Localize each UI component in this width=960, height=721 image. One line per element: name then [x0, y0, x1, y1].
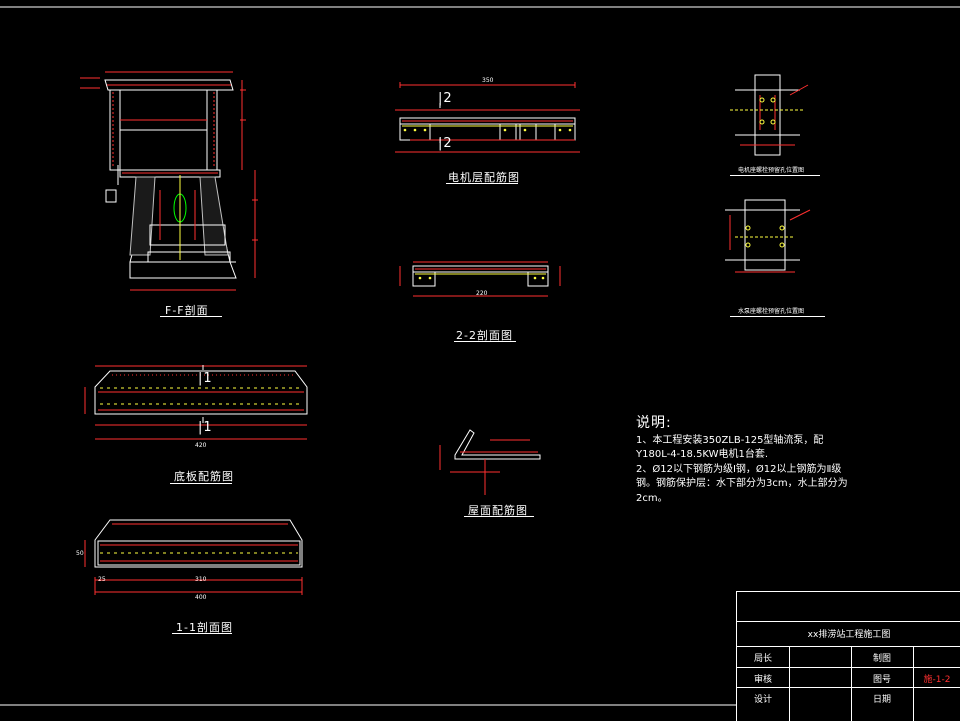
notes-line-2: Y180L-4-18.5KW电机1台套. [636, 449, 769, 460]
pump-bolt-holes-underline [730, 316, 825, 317]
motor-floor-rebar-underline [446, 183, 518, 184]
tb-divider-4 [737, 687, 960, 688]
ff-section-drawing [80, 71, 258, 291]
label-date: 日期 [872, 695, 891, 705]
baseplate-rebar-underline [170, 483, 232, 484]
label-reviewed: 审核 [753, 675, 772, 685]
section-mark-2-top: |2 [438, 91, 453, 106]
notes-line-5: 2cm。 [636, 492, 668, 504]
baseplate-rebar-drawing [84, 365, 308, 440]
motor-floor-rebar-drawing [395, 82, 580, 153]
tb-col-divider-2 [851, 646, 852, 721]
section-2-2-title: 2-2剖面图 [456, 329, 513, 342]
roof-rebar-title: 屋面配筋图 [468, 504, 528, 517]
ff-section-underline [160, 316, 222, 317]
dim-section11-height: 50 [76, 550, 84, 557]
notes-title: 说明: [636, 415, 672, 431]
title-block: xx排涝站工程施工图 局长 制图 审核 图号 施-1-2 设计 日期 [736, 591, 960, 721]
dim-baseplate-total: 420 [195, 442, 207, 449]
section-2-2-drawing [399, 261, 561, 297]
drawing-number: 施-1-2 [923, 675, 951, 685]
dim-motor-floor-total: 350 [482, 77, 494, 84]
roof-rebar-underline [464, 516, 534, 517]
motor-bolt-holes-title: 电机座螺栓预留孔位置图 [738, 167, 805, 174]
label-drafted: 制图 [872, 654, 891, 664]
notes-line-1: 1、本工程安装350ZLB-125型轴流泵，配 [636, 434, 824, 446]
motor-bolt-holes-drawing [730, 74, 809, 156]
pump-bolt-holes-title: 水泵座螺栓预留孔位置图 [738, 308, 805, 315]
tb-col-divider-3 [913, 646, 914, 721]
notes-line-3: 2、Ø12以下钢筋为级Ⅰ钢，Ø12以上钢筋为Ⅱ级 [636, 463, 842, 475]
section-mark-1-bottom: |1 [198, 420, 213, 435]
dim-section22-span: 220 [476, 290, 488, 297]
dim-edge: 25 [98, 576, 106, 583]
label-director: 局长 [753, 654, 772, 664]
motor-floor-rebar-title: 电机层配筋图 [448, 171, 520, 184]
tb-divider-1 [737, 621, 960, 622]
dim-section11-mid: 310 [195, 576, 207, 583]
section-2-2-underline [454, 341, 516, 342]
section-1-1-underline [172, 633, 232, 634]
section-mark-1-top: |1 [198, 371, 213, 386]
baseplate-rebar-title: 底板配筋图 [174, 470, 234, 483]
design-notes: 说明: 1、本工程安装350ZLB-125型轴流泵，配 Y180L-4-18.5… [636, 416, 886, 506]
section-1-1-drawing [84, 519, 303, 595]
project-title: xx排涝站工程施工图 [807, 630, 891, 640]
section-1-1-title: 1-1剖面图 [176, 621, 233, 634]
section-mark-2-bottom: |2 [438, 136, 453, 151]
tb-col-divider-1 [789, 646, 790, 721]
ff-section-title: F-F剖面 [165, 304, 209, 317]
tb-divider-3 [737, 667, 960, 668]
label-designed: 设计 [753, 695, 772, 705]
label-drawing-no: 图号 [872, 675, 891, 685]
tb-divider-2 [737, 646, 960, 647]
roof-rebar-drawing [439, 429, 541, 495]
motor-bolt-holes-underline [730, 175, 820, 176]
dim-section11-total: 400 [195, 594, 207, 601]
pump-bolt-holes-drawing [725, 199, 811, 273]
notes-line-4: 钢。钢筋保护层：水下部分为3cm，水上部分为 [636, 478, 848, 489]
